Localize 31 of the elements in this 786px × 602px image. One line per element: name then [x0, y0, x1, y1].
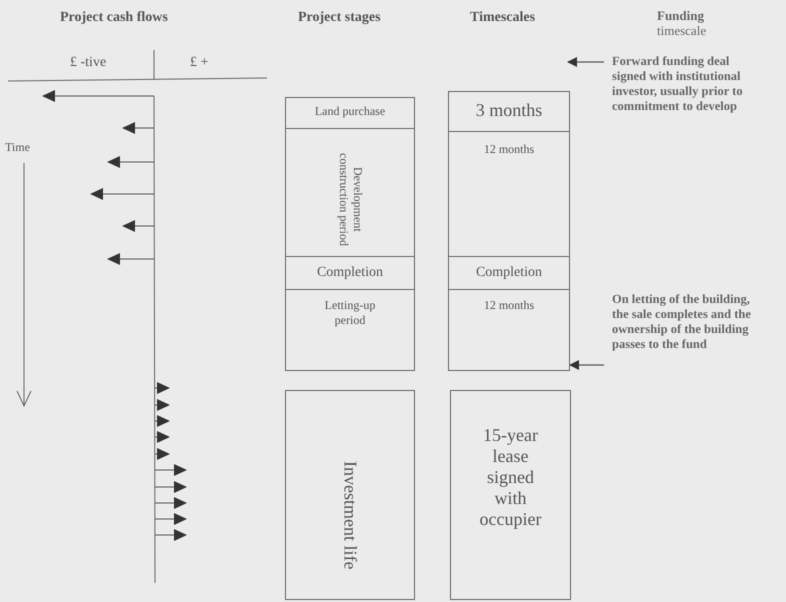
stage-box — [285, 97, 415, 129]
stage-label: 15-year lease signed with occupier — [478, 425, 542, 531]
heading-label: Timescales — [470, 10, 536, 26]
stage-box — [285, 390, 415, 600]
stage-box — [448, 91, 570, 132]
axis-label: Time — [5, 140, 30, 155]
stage-box — [448, 256, 570, 290]
arrow — [567, 57, 604, 67]
stage-label: 12 months — [484, 142, 534, 158]
axis-label: £ + — [190, 55, 208, 71]
heading-label: Funding timescale — [657, 8, 708, 38]
annotation-text: Forward funding deal signed with institutional investor, usually prior to commitment to develop — [612, 54, 762, 134]
stage-label: Development construction period — [336, 152, 364, 248]
stage-box — [285, 256, 415, 290]
arrow — [569, 360, 604, 370]
heading-label: Project stages — [298, 10, 381, 26]
stage-label: 3 months — [476, 100, 542, 122]
stage-box — [450, 390, 571, 600]
stage-label: 12 months — [484, 298, 534, 314]
stage-label: Investment life — [340, 460, 360, 572]
stage-label: Letting-up period — [324, 298, 376, 329]
stage-label: Land purchase — [314, 104, 386, 120]
heading-label: Project cash flows — [60, 10, 168, 26]
axis-label: £ -tive — [70, 55, 106, 71]
stage-box — [448, 131, 570, 257]
stage-label: Completion — [476, 265, 542, 282]
annotation-text: On letting of the building, the sale completes and the ownership of the building passes to the fund — [612, 292, 762, 392]
stage-box — [285, 128, 415, 257]
stage-label: Completion — [316, 265, 384, 282]
stage-box — [285, 289, 415, 371]
stage-box — [448, 289, 570, 371]
